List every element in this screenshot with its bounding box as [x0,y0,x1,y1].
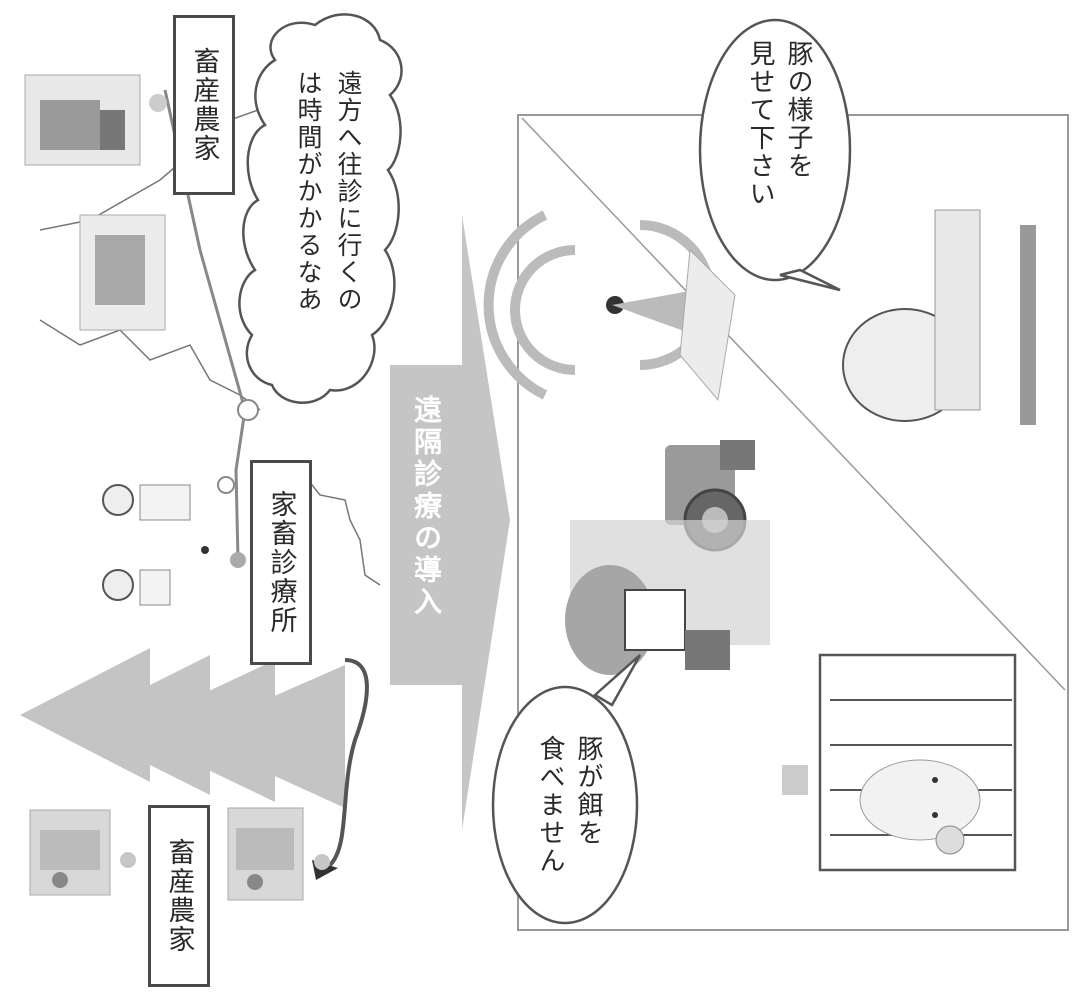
banner-text: 遠隔診療の導入 [410,395,443,619]
travel-arrow [328,658,369,867]
farmer-label-top-text: 畜産農家 [188,47,220,163]
thought-cloud-line-2: は時間がかかるなあ [294,70,323,313]
clinic-label: 家畜診療所 [250,460,312,665]
speech-bubble-vet-line-1: 豚の様子を [783,40,813,180]
antenna-icon [612,290,695,335]
tablet-icon [679,248,736,402]
vet-person-icon [102,569,171,606]
tree-icon [185,665,345,808]
speech-bubble-vet-line-2: 見せて下さい [745,40,775,208]
route-node-icon [201,546,209,554]
route-node-icon [314,854,330,870]
farm-thumbnail-icon [227,807,304,901]
speech-bubble-farmer [491,654,642,925]
speech-bubble-farmer-line-1: 豚が餌を [573,735,603,847]
speech-bubble-farmer-line-2: 食べません [535,735,565,875]
vet-person-icon [102,484,191,521]
farmer-label-bottom: 畜産農家 [148,805,210,987]
scene-divider-line [521,117,1066,691]
vet-at-laptop-icon [842,209,1036,425]
route-node-icon [237,399,259,421]
farmer-label-top: 畜産農家 [173,15,235,195]
clinic-label-text: 家畜診療所 [265,490,297,635]
phone-icon [782,765,808,795]
barn-thumbnail-icon [24,74,141,166]
map-boundary-line [299,469,381,586]
thought-cloud [238,13,403,404]
route-node-icon [217,476,235,494]
farm-thumbnail-icon [29,809,111,896]
thought-cloud-line-1: 遠方へ往診に行くの [334,70,363,313]
route-node-icon [120,852,136,868]
pig-pen-icon [818,653,1017,872]
barn-thumbnail-icon [79,214,166,331]
forest [20,648,345,808]
speech-bubble-vet [698,18,852,292]
route-node-icon [230,552,246,568]
route-node-icon [149,94,167,112]
farmer-label-bottom-text: 畜産農家 [163,838,195,954]
map-boundary-line [39,319,261,411]
farmer-with-phone-icon [565,520,770,675]
remote-diagnosis-arrow [390,215,510,830]
